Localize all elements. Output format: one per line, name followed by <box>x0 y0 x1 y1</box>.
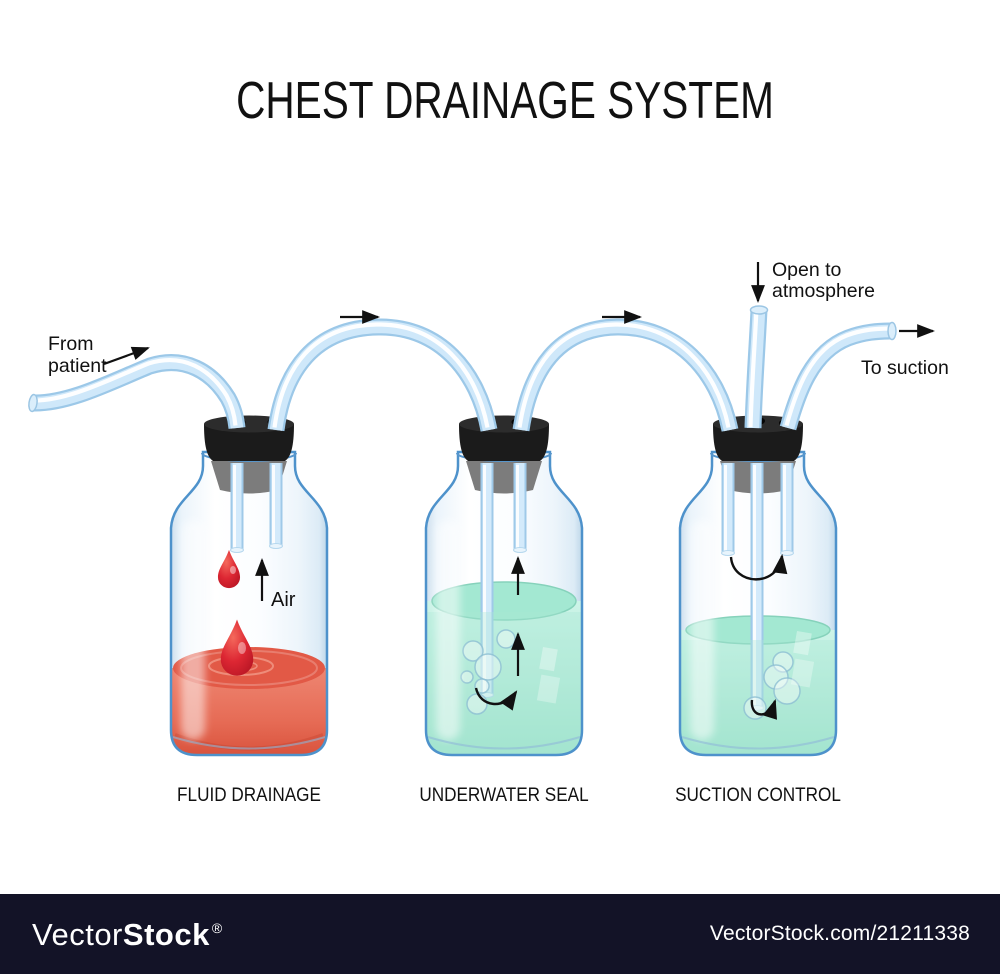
bottle-fluid-drainage: Air <box>169 415 329 757</box>
water-reflection <box>790 658 815 688</box>
arrow-bubble-curve-small <box>750 698 777 720</box>
blood-drop-falling <box>217 549 241 589</box>
page-title: CHEST DRAINAGE SYSTEM <box>236 71 774 129</box>
bottle-suction-control <box>678 415 838 757</box>
tube-from-patient <box>28 354 246 430</box>
bottle2-water-surface <box>431 581 577 621</box>
caption-fluid-drainage: FLUID DRAINAGE <box>177 783 321 805</box>
tube-atmosphere-vent <box>744 305 769 429</box>
air-label: Air <box>271 589 296 611</box>
tube-bottle1-to-bottle2 <box>267 318 498 432</box>
water-reflection <box>793 630 812 656</box>
tube-bottle2-to-bottle3 <box>512 318 739 432</box>
registered-mark: ® <box>211 920 223 937</box>
watermark-bar: VectorStock® VectorStock.com/21211338 <box>0 894 1000 974</box>
glass-highlight <box>181 520 205 740</box>
water-reflection <box>539 646 558 672</box>
arrow-from-patient <box>103 346 150 366</box>
glass-highlight <box>436 520 460 740</box>
flow-arrows <box>103 262 935 366</box>
to-suction-label: To suction <box>861 357 949 379</box>
arrow-atmosphere-curve <box>729 553 788 581</box>
bottle-captions: FLUID DRAINAGE UNDERWATER SEAL SUCTION C… <box>177 783 841 805</box>
diagram-labels: From patient Open to atmosphere To sucti… <box>48 259 949 379</box>
caption-suction-control: SUCTION CONTROL <box>675 783 841 805</box>
open-atmosphere-label-line1: Open to <box>772 259 842 281</box>
from-patient-label-line2: patient <box>48 355 107 377</box>
bottle2-cork-inner <box>466 461 542 494</box>
bottle2-cork <box>459 415 549 461</box>
tube-to-suction <box>779 321 897 431</box>
bottle3-inner-tubes <box>721 463 794 711</box>
caption-underwater-seal: UNDERWATER SEAL <box>419 783 588 805</box>
bottle-underwater-seal <box>424 415 584 757</box>
bottle1-inner-tubes <box>230 463 283 553</box>
tubing <box>28 305 897 432</box>
arrow-bubble-curve <box>474 687 518 711</box>
blood-drop-splash <box>220 619 254 676</box>
open-atmosphere-label-line2: atmosphere <box>772 280 875 302</box>
bottle2-inner-tubes <box>480 463 527 698</box>
bottle1-cork-inner <box>211 461 287 494</box>
vectorstock-url: VectorStock.com/21211338 <box>709 922 970 945</box>
water-reflection <box>536 674 561 704</box>
brand-bold: Stock <box>122 916 210 952</box>
vectorstock-logo: VectorStock® <box>32 919 223 950</box>
from-patient-label-line1: From <box>48 333 94 355</box>
glass-highlight <box>690 520 714 740</box>
diagram-svg: CHEST DRAINAGE SYSTEM Air <box>28 71 949 805</box>
brand-thin: Vector <box>32 916 123 952</box>
